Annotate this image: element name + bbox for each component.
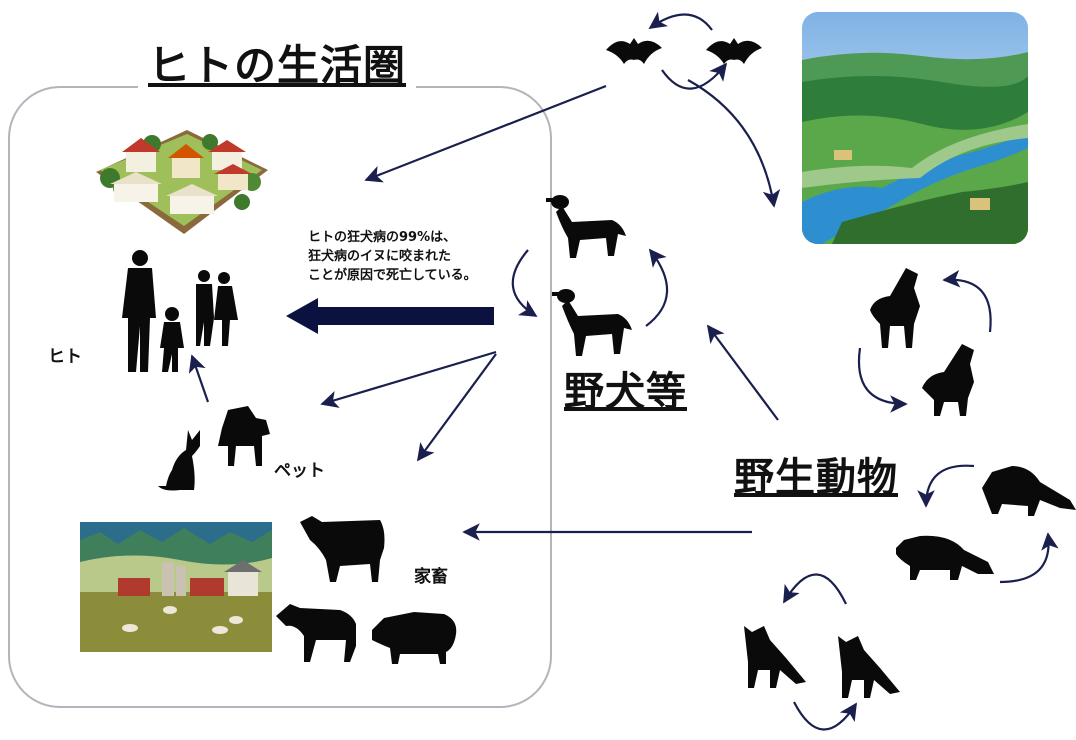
note-line: ことが原因で死亡している。 — [308, 268, 477, 283]
arrow-bats-to-humans — [364, 84, 607, 183]
raccoon-silhouette — [982, 466, 1076, 516]
main-transmission-arrow — [286, 298, 494, 334]
cycle-foxes-top — [783, 573, 847, 605]
cycle-dogs-right — [645, 248, 669, 327]
cycle-wolves-right — [942, 270, 992, 333]
bat-silhouette — [706, 38, 762, 64]
cycle-foxes-bottom — [793, 701, 857, 731]
cow-silhouette — [300, 516, 385, 582]
cycle-bats-top — [648, 11, 713, 31]
cycle-dogs-left — [511, 249, 538, 317]
arrow-bats-to-countryside — [687, 79, 781, 208]
cat-silhouette — [158, 430, 200, 491]
cycle-wolves-left — [857, 347, 908, 413]
cycle-raccoons-top — [917, 464, 975, 508]
wildlife-label: 野生動物 — [734, 455, 898, 501]
wolf-silhouette — [870, 268, 920, 348]
cycle-raccoons-bottom — [999, 532, 1059, 584]
fox-silhouette — [744, 626, 806, 688]
horse-silhouette — [276, 604, 356, 662]
note-line: 狂犬病のイヌに咬まれた — [308, 249, 452, 264]
residential-town-image — [96, 130, 268, 234]
child-silhouette — [160, 307, 184, 372]
wolf-silhouette — [922, 344, 974, 416]
bat-silhouette — [606, 38, 662, 64]
couple-silhouette — [196, 270, 238, 346]
pig-silhouette — [372, 612, 457, 664]
dog-silhouette — [552, 289, 632, 356]
pet-label: ペット — [274, 461, 325, 481]
note-line: ヒトの狂犬病の99%は、 — [308, 230, 457, 245]
stray-dogs-label: 野犬等 — [564, 369, 687, 415]
arrow-wildlife-to-dogs — [706, 324, 779, 421]
fox-silhouette — [838, 636, 900, 698]
zone-title: ヒトの生活圏 — [138, 40, 417, 92]
arrow-pets-to-humans — [188, 354, 210, 403]
terrier-silhouette — [218, 406, 270, 466]
raccoon-silhouette — [896, 535, 994, 580]
farm-image — [80, 522, 272, 652]
transmission-note: ヒトの狂犬病の99%は、 狂犬病のイヌに咬まれた ことが原因で死亡している。 — [308, 228, 477, 285]
adult-man-silhouette — [122, 250, 156, 372]
human-label: ヒト — [48, 347, 82, 367]
cycle-bats-bottom — [661, 62, 728, 90]
arrow-dogs-to-livestock — [416, 353, 497, 462]
arrow-dogs-to-pets — [320, 350, 497, 408]
livestock-label: 家畜 — [414, 567, 448, 587]
wild-countryside-image — [802, 12, 1028, 244]
dog-silhouette — [546, 195, 626, 258]
